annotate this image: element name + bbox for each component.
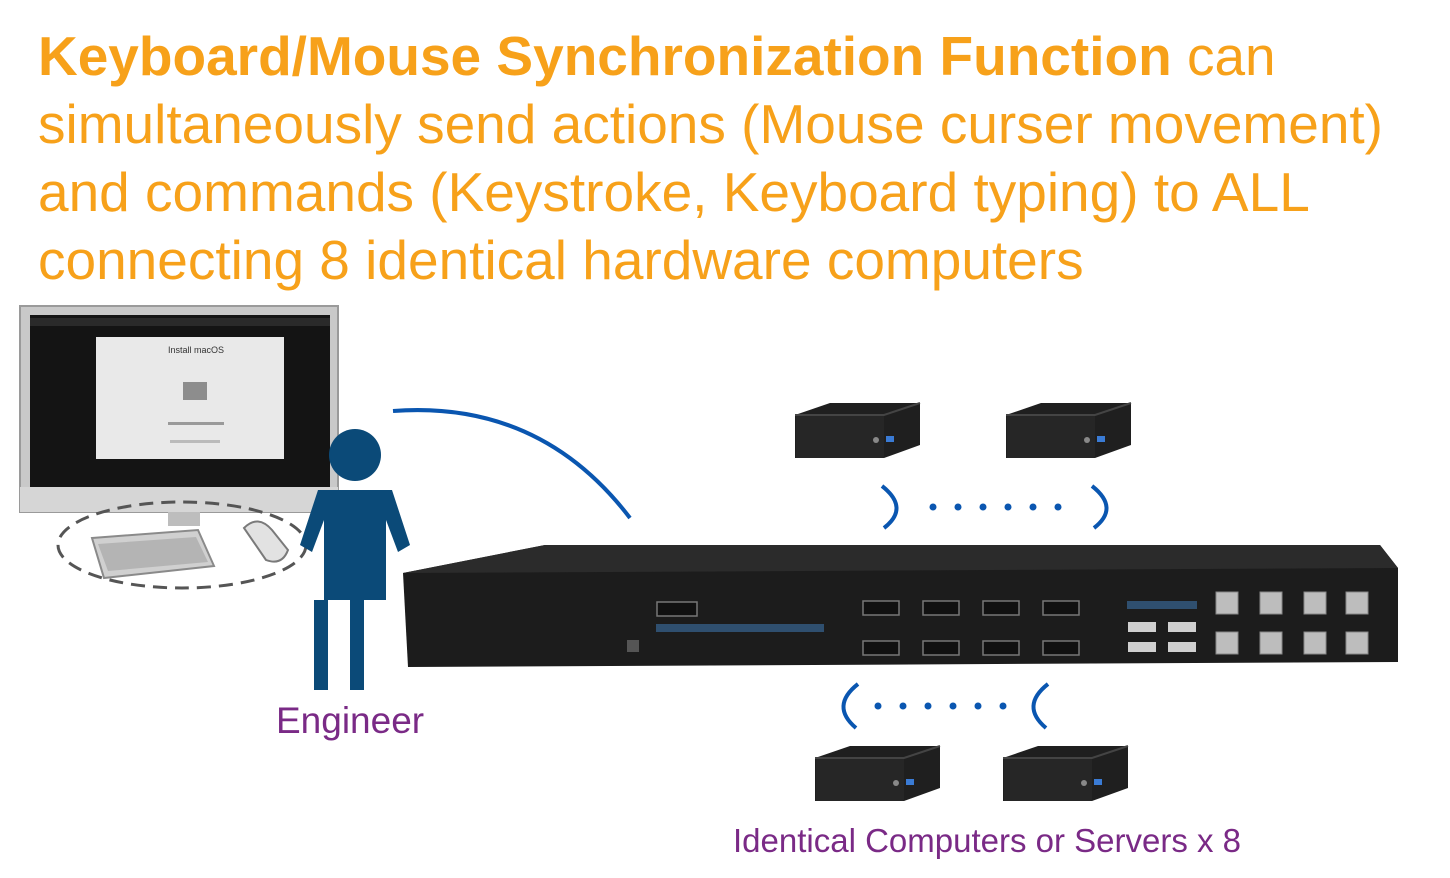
mini-pc-icon [815,745,941,801]
connection-arc [392,408,632,520]
mouse-icon [242,520,290,563]
top-ellipsis-dots [929,503,1062,511]
bottom-right-bracket [1031,682,1050,730]
monitor-icon: Install macOS [19,305,339,526]
mini-pc-icon [1006,402,1132,458]
bottom-left-bracket [841,682,860,730]
headline-rest: can simultaneously send actions (Mouse c… [38,25,1384,291]
engineer-person-icon [300,429,410,690]
keyboard-icon [90,528,216,580]
mini-pc-icon [795,402,921,458]
headline-bold: Keyboard/Mouse Synchronization Function [38,25,1172,87]
kvm-switch-icon [403,545,1398,667]
top-left-bracket [880,484,899,530]
mini-pc-icon [1003,745,1129,801]
monitor-screen-title: Install macOS [168,345,224,355]
headline: Keyboard/Mouse Synchronization Function … [38,22,1438,294]
engineer-label: Engineer [276,700,425,741]
computers-label: Identical Computers or Servers x 8 [733,822,1242,859]
top-right-bracket [1090,484,1109,530]
bottom-ellipsis-dots [874,702,1007,710]
